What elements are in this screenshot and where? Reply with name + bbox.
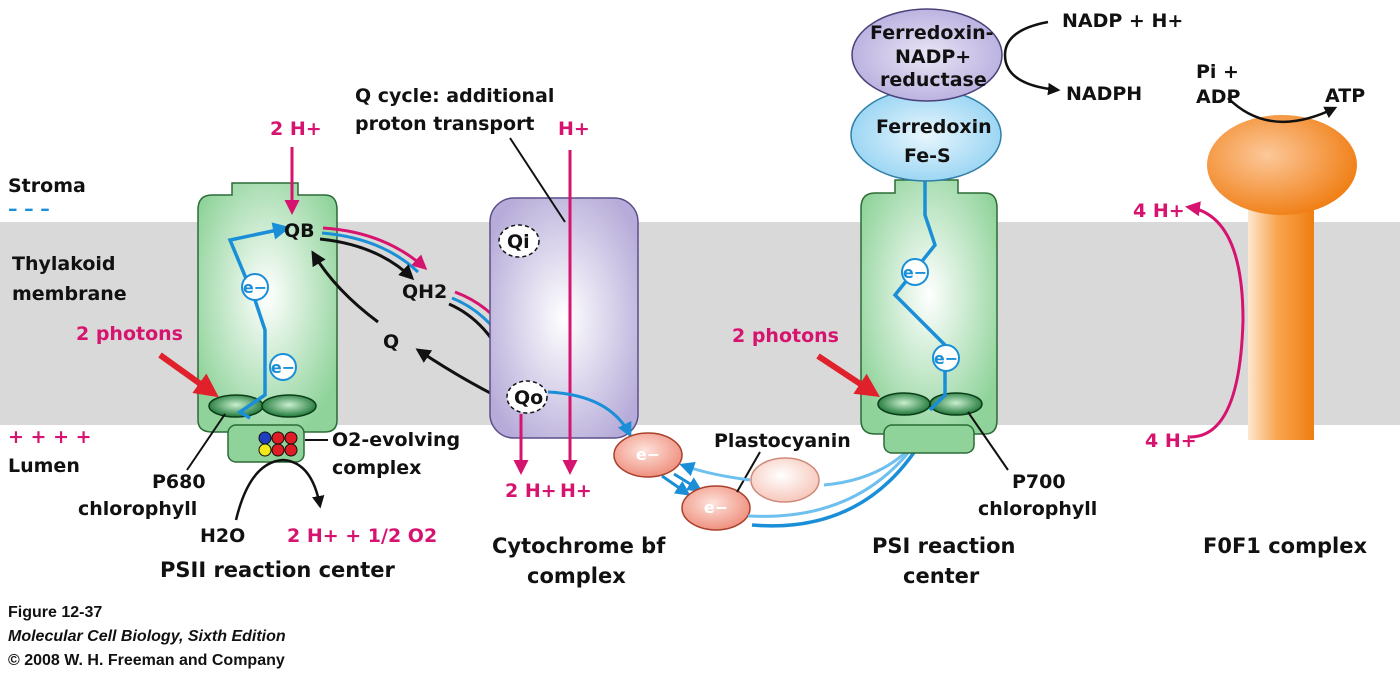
membrane-label-line2: membrane xyxy=(12,283,127,305)
p680-chlorophyll-right xyxy=(261,394,317,418)
psi-electron-1 xyxy=(901,258,929,286)
nadp-label: NADP + H+ xyxy=(1062,10,1183,32)
cytochrome-title-line1: Cytochrome bf xyxy=(492,534,666,558)
psii-title: PSII reaction center xyxy=(160,558,396,582)
qi-label: Qi xyxy=(507,231,530,253)
q-return-arrow-upper xyxy=(311,250,379,324)
qo-label: Qo xyxy=(514,387,543,409)
plastocyanin-reduced-1 xyxy=(613,432,683,478)
psi-electron-2 xyxy=(932,344,960,372)
psii-complex xyxy=(197,182,338,433)
psi-electron-1-label: e− xyxy=(903,263,927,282)
o2-complex-label-line1: O2-evolving xyxy=(332,429,460,451)
plastocyanin-to-psi-path-mid xyxy=(747,439,920,518)
f0-stalk xyxy=(1248,175,1314,440)
p700-label-line1: P700 xyxy=(1012,471,1066,493)
psii-products-label: 2 H+ + 1/2 O2 xyxy=(287,525,437,547)
fnr-label-line3: reductase xyxy=(880,69,987,91)
figure-number: Figure 12-37 xyxy=(8,604,102,621)
ferredoxin-label-line2: Fe-S xyxy=(904,145,951,167)
copyright: © 2008 W. H. Freeman and Company xyxy=(8,652,285,669)
qcycle-label-line1: Q cycle: additional xyxy=(355,85,554,107)
fnr-label-line2: NADP+ xyxy=(895,46,971,68)
cytochrome-out-left-label: 2 H+ xyxy=(505,480,557,502)
qb-label: QB xyxy=(284,220,315,242)
p680-label-line1: P680 xyxy=(152,471,206,493)
psii-photons-label: 2 photons xyxy=(76,323,183,345)
plastocyanin-return-arrow xyxy=(679,461,751,482)
psi-electron-path xyxy=(892,90,947,412)
manganese-cluster xyxy=(258,431,298,457)
lumen-label: Lumen xyxy=(8,455,80,477)
pi-label-line2: ADP xyxy=(1196,86,1240,108)
cytochrome-title-line2: complex xyxy=(527,564,626,588)
water-label: H2O xyxy=(200,525,245,547)
membrane-label-line1: Thylakoid xyxy=(12,253,116,275)
psi-photon-arrow xyxy=(816,353,881,397)
lumen-plus-marker: + + + + xyxy=(8,426,92,448)
nadph-label: NADPH xyxy=(1066,83,1142,105)
atp-synthase-h-bottom-label: 4 H+ xyxy=(1145,430,1197,452)
psii-electron-path xyxy=(227,222,291,420)
qcycle-pointer xyxy=(509,137,566,223)
q-label: Q xyxy=(383,331,399,353)
cytochrome-out-right-label: H+ xyxy=(560,480,592,502)
p680-chlorophyll-left xyxy=(208,394,264,418)
plastocyanin-transfer-arrow-2 xyxy=(673,472,703,492)
plastocyanin-electron-2-label: e− xyxy=(704,498,728,517)
psi-title-line1: PSI reaction xyxy=(872,534,1015,558)
stroma-marker: – – – xyxy=(8,198,50,220)
atp-synthase-proton-arrow xyxy=(1185,201,1245,439)
psi-title-line2: center xyxy=(903,564,980,588)
psii-electron-1 xyxy=(241,273,269,301)
nadp-reduction-arrow xyxy=(1003,20,1061,96)
atp-synthase-h-top-label: 4 H+ xyxy=(1133,200,1185,222)
o2-complex-label-line2: complex xyxy=(332,457,421,479)
psi-photons-label: 2 photons xyxy=(732,325,839,347)
p700-label-line2: chlorophyll xyxy=(978,498,1097,520)
p700-pointer xyxy=(967,411,1009,471)
plastocyanin-oxidized xyxy=(750,457,820,503)
p680-pointer xyxy=(186,413,226,471)
qi-site xyxy=(498,224,540,258)
qo-site xyxy=(506,380,548,414)
plastocyanin-electron-1-label: e− xyxy=(636,445,660,464)
psi-complex xyxy=(860,179,998,435)
plastocyanin-transfer-arrow-1 xyxy=(661,474,691,496)
plastocyanin-pointer xyxy=(736,451,761,493)
atp-label: ATP xyxy=(1325,85,1365,107)
psii-protons-in-label: 2 H+ xyxy=(270,118,322,140)
psi-electron-2-label: e− xyxy=(934,349,958,368)
ferredoxin-label-line1: Ferredoxin xyxy=(876,116,992,138)
ferredoxin-nadp-reductase xyxy=(851,8,1003,102)
qb-to-qh2-arrows xyxy=(319,226,428,281)
psii-electron-1-label: e− xyxy=(243,278,267,297)
plastocyanin-reduced-2 xyxy=(681,485,751,531)
qo-to-plastocyanin-electron-arrow xyxy=(547,390,632,438)
book-title: Molecular Cell Biology, Sixth Edition xyxy=(8,628,286,645)
f0f1-title: F0F1 complex xyxy=(1203,534,1367,558)
water-split-arrow xyxy=(234,458,325,521)
p680-label-line2: chlorophyll xyxy=(78,498,197,520)
psi-lumen-base xyxy=(883,424,975,454)
f1-head xyxy=(1207,115,1357,215)
cytochrome-h-top-label: H+ xyxy=(558,118,590,140)
qcycle-label-line2: proton transport xyxy=(355,113,535,135)
stroma-label: Stroma xyxy=(8,175,86,197)
pi-label-line1: Pi + xyxy=(1196,61,1239,83)
atp-synthesis-arrow xyxy=(1227,97,1338,124)
psii-photon-arrow xyxy=(158,352,219,398)
plastocyanin-label: Plastocyanin xyxy=(714,430,851,452)
qh2-label: QH2 xyxy=(402,281,447,303)
psii-electron-2 xyxy=(269,353,297,381)
p700-chlorophyll-left xyxy=(877,392,931,416)
fnr-label-line1: Ferredoxin- xyxy=(870,22,994,44)
psii-electron-2-label: e− xyxy=(271,358,295,377)
cytochrome-bf-complex xyxy=(489,197,639,439)
